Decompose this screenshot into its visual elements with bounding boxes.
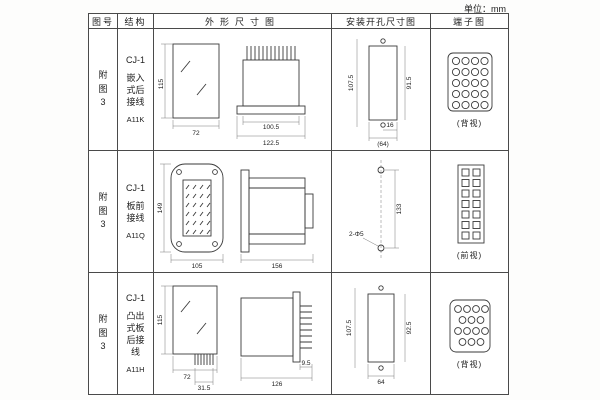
outline-drawing-a11k: 115 72: [158, 43, 305, 147]
dim-front-width: 105: [191, 263, 202, 270]
dimension-lines: [159, 163, 223, 263]
model-code: A11K: [126, 115, 145, 125]
table-row-a11k: 附图3 CJ-1 嵌入式后接线 A11K: [88, 28, 509, 151]
dimension-lines: [354, 287, 406, 379]
terminal-cell: (前视): [430, 150, 509, 273]
dim-body-width: 100.5: [262, 124, 279, 131]
dim-mount-inner: 92.5: [406, 321, 413, 334]
outline-cell: 115 72 31.5: [153, 272, 332, 395]
figure-label: 附图3: [98, 192, 108, 230]
relay-name: CJ-1: [125, 182, 145, 193]
front-view: [170, 163, 223, 252]
terminal-view-caption: (背视): [456, 359, 483, 369]
unit-label: 单位：mm: [464, 4, 506, 14]
terminal-view-caption: (背视): [456, 118, 483, 128]
relay-spec-table: 图号 结构 外形尺寸图 安装开孔尺寸图 端子图 附图3 CJ-1 嵌入式后接线 …: [88, 13, 509, 395]
structure-desc: 凸出式板后接线: [126, 310, 145, 358]
dimension-lines: [160, 285, 217, 385]
dim-front-height: 115: [157, 314, 164, 325]
dim-mount-width: (64): [377, 141, 389, 148]
terminal-cell: (背视): [430, 272, 509, 395]
model-code: A11Q: [126, 231, 145, 241]
terminal-squares: [461, 168, 480, 239]
dimension-lines: [236, 115, 305, 139]
figure-label: 附图3: [98, 70, 108, 108]
dimension-lines: [240, 253, 313, 263]
dim-overall-width: 122.5: [262, 140, 279, 147]
figure-label: 附图3: [98, 314, 108, 352]
terminal-diagram-a11k: [447, 52, 492, 111]
terminal-circles: [451, 56, 489, 109]
structure-cell: CJ-1 板前接线 A11Q: [117, 150, 154, 273]
dim-mount-width: 64: [377, 379, 385, 386]
dim-front-height: 115: [158, 78, 165, 89]
model-code: A11H: [126, 365, 145, 375]
dim-mount-height: 107.5: [348, 74, 355, 91]
terminal-view-caption: (前视): [456, 250, 483, 260]
front-view: [172, 43, 219, 118]
dim-mount-height: 107.5: [346, 319, 353, 336]
mounting-drawing-a11k: 107.5 91.5 16 (64): [348, 37, 413, 148]
dim-hole-label: 2-Φ5: [349, 231, 364, 238]
mounting-drawing-a11h: 107.5 92.5 64: [346, 284, 413, 386]
dim-pin-width: 31.5: [197, 385, 210, 392]
dimension-lines: [356, 38, 406, 141]
outline-cell: 115 72: [153, 28, 332, 151]
terminal-circles: [453, 304, 489, 346]
relay-name: CJ-1: [125, 292, 145, 303]
mounting-cell: 107.5 91.5 16 (64): [331, 28, 431, 151]
table-row-a11q: 附图3 CJ-1 板前接线 A11Q: [88, 150, 509, 273]
mounting-drawing-a11q: 133 2-Φ5: [349, 159, 403, 258]
terminal-cell: (背视): [430, 28, 509, 151]
dimension-lines: [160, 43, 219, 129]
dim-hole-spacing: 133: [396, 203, 403, 214]
side-view: [240, 169, 313, 252]
dim-front-height: 149: [157, 202, 164, 213]
structure-desc: 嵌入式后接线: [126, 72, 145, 108]
terminal-diagram-a11h: [449, 299, 490, 352]
front-view: [172, 285, 217, 365]
header-row: 图号 结构 外形尺寸图 安装开孔尺寸图 端子图: [88, 13, 509, 29]
panel-cutout: [367, 284, 395, 371]
figure-cell: 附图3: [88, 272, 118, 395]
mounting-cell: 133 2-Φ5: [331, 150, 431, 273]
relay-name: CJ-1: [125, 54, 145, 65]
side-view: [236, 45, 305, 114]
header-outline: 外形尺寸图: [153, 13, 332, 29]
hole-layout: [377, 159, 385, 258]
side-view: [240, 291, 312, 362]
structure-cell: CJ-1 嵌入式后接线 A11K: [117, 28, 154, 151]
dim-front-width: 72: [183, 374, 191, 381]
header-figure: 图号: [88, 13, 118, 29]
outline-drawing-a11h: 115 72 31.5: [157, 285, 312, 392]
dim-overall-length: 126: [271, 381, 282, 388]
panel-cutout: [368, 37, 398, 128]
header-mounting: 安装开孔尺寸图: [331, 13, 431, 29]
structure-desc: 板前接线: [126, 200, 145, 223]
dim-pin-depth: 9.5: [301, 360, 310, 367]
structure-cell: CJ-1 凸出式板后接线 A11H: [117, 272, 154, 395]
header-structure: 结构: [117, 13, 154, 29]
header-terminal: 端子图: [430, 13, 509, 29]
dimension-lines: [240, 357, 312, 381]
table-row-a11h: 附图3 CJ-1 凸出式板后接线 A11H: [88, 272, 509, 395]
dim-overall-length: 156: [271, 263, 282, 270]
dim-mount-tab: 16: [386, 122, 394, 129]
dimension-lines: [362, 169, 399, 248]
dim-front-width: 72: [192, 130, 200, 137]
figure-cell: 附图3: [88, 150, 118, 273]
outline-cell: 149 105: [153, 150, 332, 273]
figure-cell: 附图3: [88, 28, 118, 151]
terminal-diagram-a11q: [457, 164, 484, 243]
mounting-cell: 107.5 92.5 64: [331, 272, 431, 395]
dim-mount-inner: 91.5: [406, 76, 413, 89]
outline-drawing-a11q: 149 105: [157, 163, 313, 270]
